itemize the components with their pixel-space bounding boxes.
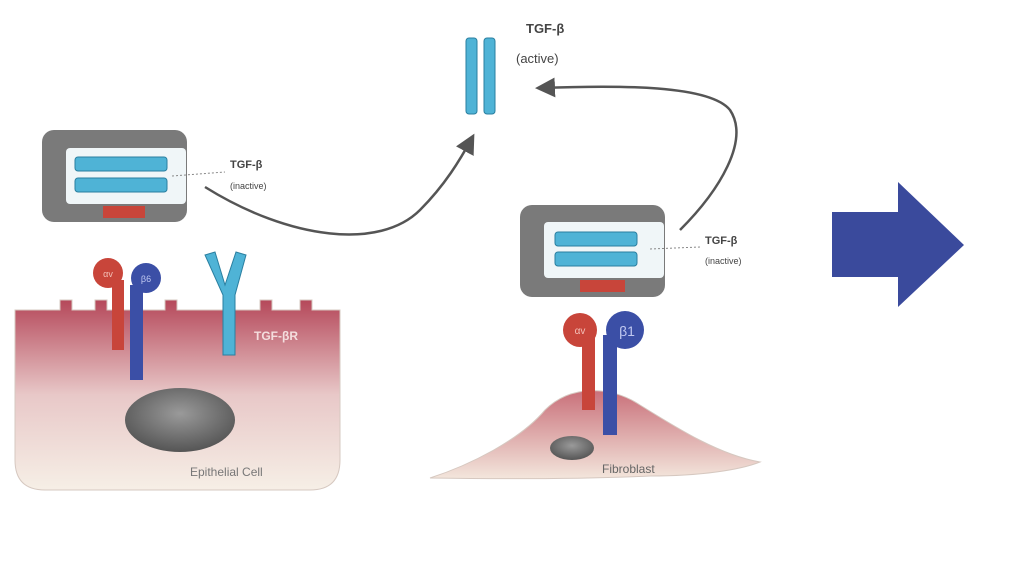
right-arrow-icon [832, 182, 964, 307]
release-arrow-fibroblast [535, 77, 738, 231]
active-tgf-state: (active) [516, 51, 559, 66]
fibroblast-cell: αv β1 Fibroblast [429, 311, 762, 480]
fibroblast-tgf-title: TGF-β [705, 235, 738, 247]
active-tgf-beta: TGF-β (active) [465, 21, 564, 115]
epithelial-cell: αv β6 TGF-βR Epithelial Cell [14, 251, 341, 491]
fibroblast-nucleus [550, 436, 594, 460]
fibroblast-beta-label: β1 [619, 323, 635, 339]
release-arrow-epithelial [204, 133, 475, 236]
epithelial-cell-label: Epithelial Cell [190, 465, 263, 479]
latent-complex-fibroblast: TGF-β (inactive) [520, 205, 742, 297]
epithelial-beta-label: β6 [141, 274, 151, 284]
active-tgf-title: TGF-β [526, 21, 564, 36]
nucleus [125, 388, 235, 452]
epithelial-tgf-title: TGF-β [230, 159, 263, 171]
latent-complex-epithelial: TGF-β (inactive) [42, 130, 267, 222]
fibroblast-alpha-label: αv [575, 326, 586, 337]
epithelial-alpha-label: αv [103, 269, 113, 279]
receptor-label: TGF-βR [254, 329, 298, 343]
tgf-beta-receptor [204, 251, 247, 356]
fibroblast-label: Fibroblast [602, 462, 655, 476]
epithelial-tgf-state: (inactive) [230, 181, 267, 191]
fibroblast-tgf-state: (inactive) [705, 256, 742, 266]
